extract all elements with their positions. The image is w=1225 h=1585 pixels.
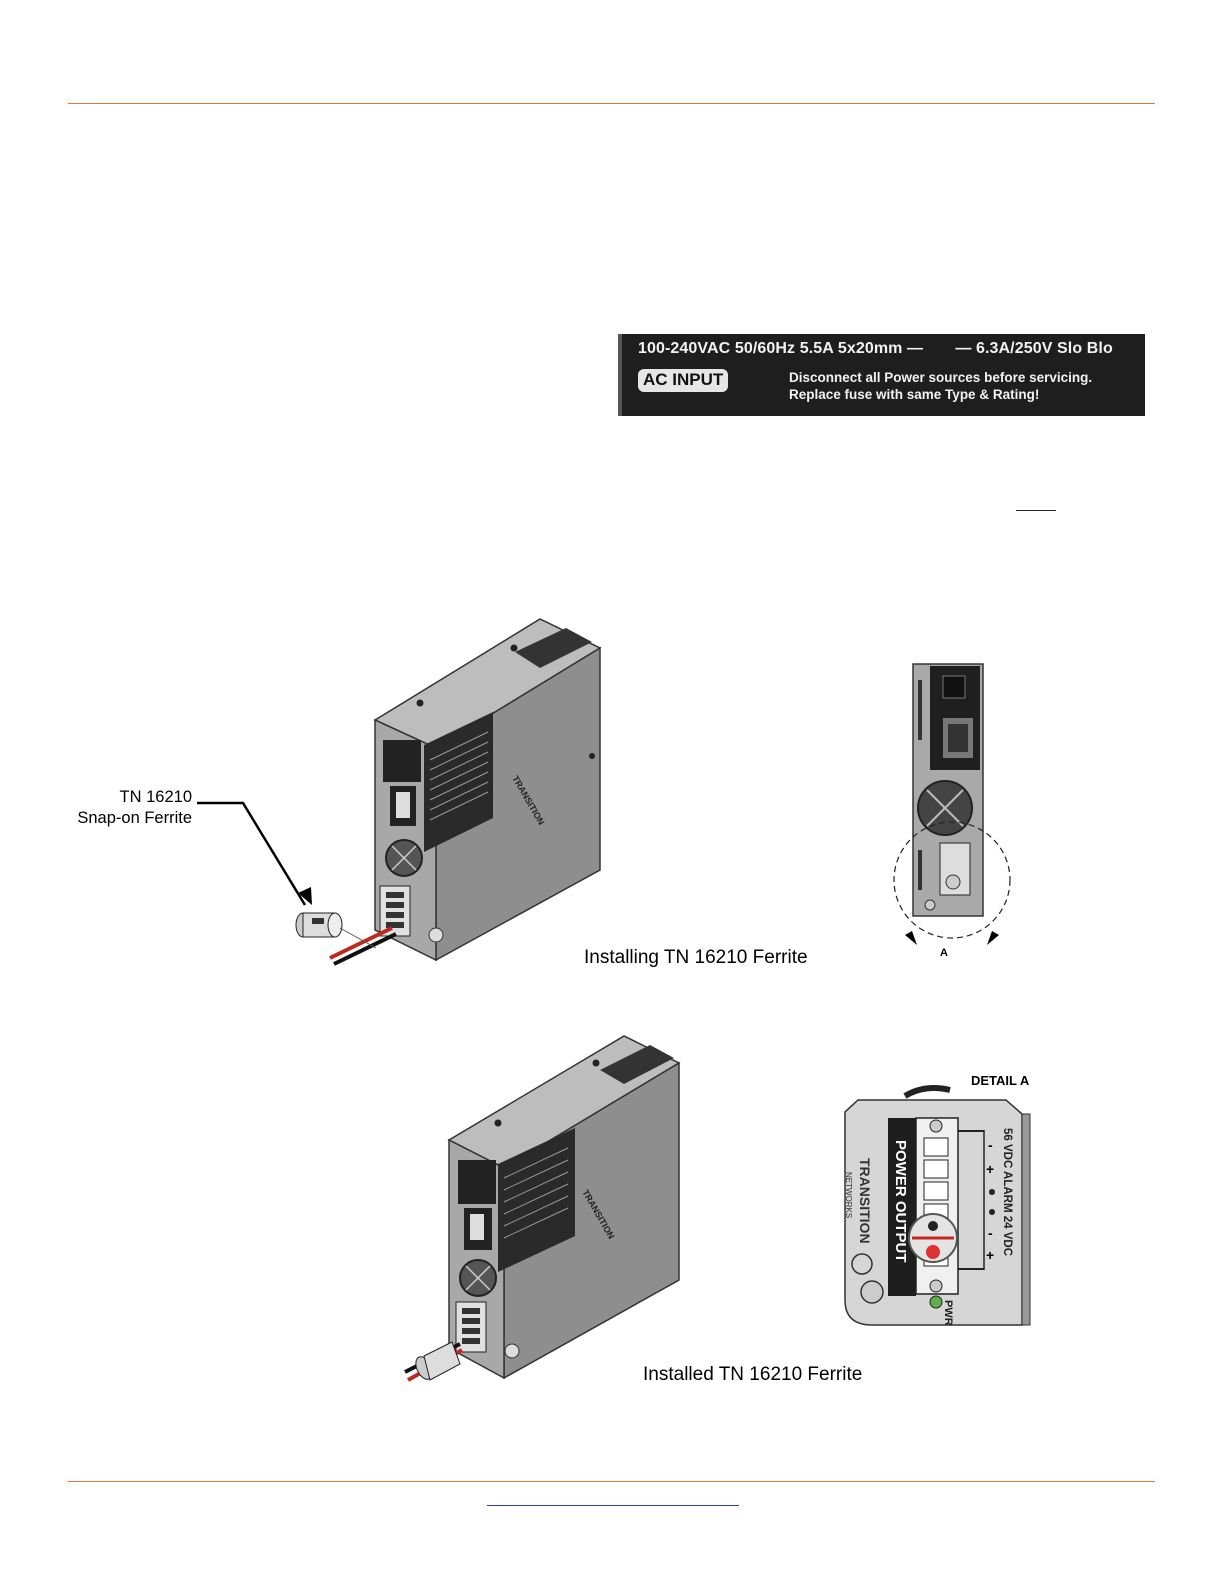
ferrite-icon: [295, 912, 343, 938]
ground-icon: [851, 1253, 873, 1275]
ac-warning-line1: Disconnect all Power sources before serv…: [789, 370, 1093, 385]
footer-rule: [68, 1481, 1155, 1482]
screw-icon: [860, 1280, 884, 1304]
svg-text:-: -: [988, 1225, 993, 1241]
detail-a-title: DETAIL A: [971, 1073, 1030, 1088]
caption-installing: Installing TN 16210 Ferrite: [584, 947, 808, 968]
terminal-labels: 56 VDC ALARM 24 VDC: [1001, 1128, 1013, 1256]
svg-text:-: -: [988, 1137, 993, 1153]
caption-installed: Installed TN 16210 Ferrite: [643, 1364, 863, 1385]
ferrite-callout: TN 16210 Snap-on Ferrite: [60, 787, 192, 829]
underline-mark: [1016, 510, 1056, 511]
ac-warning-line2: Replace fuse with same Type & Rating!: [789, 387, 1040, 402]
callout-line1: TN 16210: [119, 788, 192, 806]
ac-warning: Disconnect all Power sources before serv…: [789, 369, 1092, 403]
ac-rating-text: 100-240VAC 50/60Hz 5.5A 5x20mm — — 6.3A/…: [638, 340, 1113, 357]
power-output-text: POWER OUTPUT: [892, 1140, 909, 1263]
ac-input-badge: AC INPUT: [638, 369, 729, 392]
ferrite-installed-icon: [415, 1341, 461, 1381]
callout-line2: Snap-on Ferrite: [77, 809, 192, 827]
svg-text:NETWORKS: NETWORKS: [844, 1172, 853, 1218]
detail-a-view: POWER OUTPUT - + - + 56 VDC ALARM 24 VDC…: [844, 1085, 1031, 1326]
svg-text:+: +: [986, 1247, 994, 1263]
header-rule: [68, 103, 1155, 104]
detail-logo: TRANSITION: [857, 1158, 873, 1244]
ac-input-label: 100-240VAC 50/60Hz 5.5A 5x20mm — — 6.3A/…: [618, 334, 1145, 416]
footer-link[interactable]: [487, 1505, 739, 1506]
pwr-label: PWR: [942, 1300, 954, 1326]
detail-a-marker: A: [940, 947, 948, 959]
svg-text:+: +: [986, 1161, 994, 1177]
